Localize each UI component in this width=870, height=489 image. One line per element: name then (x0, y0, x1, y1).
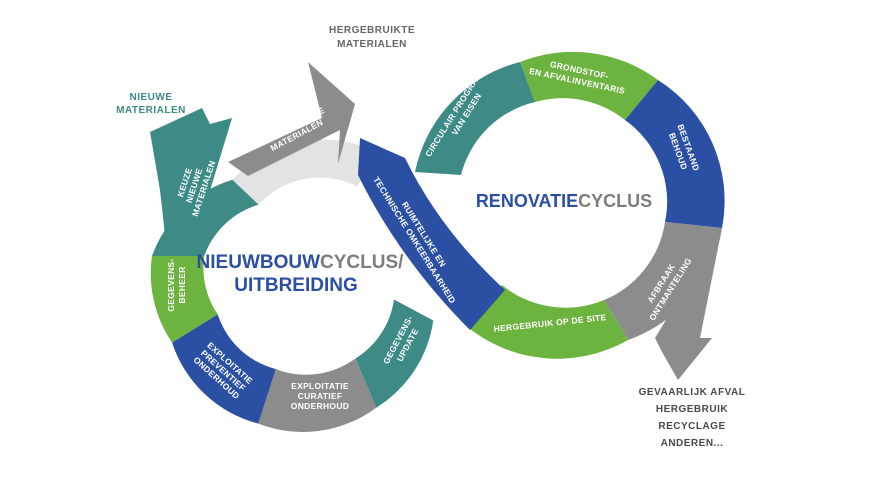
renovatie-title-part1: RENOVATIE (476, 191, 578, 211)
nieuwbouw-ring (150, 139, 434, 432)
ring-segment-bestaand-behoud (625, 80, 725, 228)
ring-segment-gegevens-update (355, 299, 434, 408)
ext-line: HERGEBRUIKTE (329, 25, 415, 36)
ext-line: MATERIALEN (116, 105, 186, 116)
label-exploitatie-curatief: EXPLOITATIE CURATIEF ONDERHOUD (291, 381, 349, 411)
ext-line: NIEUWE (130, 92, 173, 103)
label-hergebruikte-materialen: HERGEBRUIKTE MATERIALEN (329, 25, 415, 50)
ring-segment-hergebruik-site (465, 285, 628, 359)
arrow-output (655, 228, 722, 380)
renovatie-ring (415, 51, 725, 359)
ring-segment-exploitatie-preventief (172, 314, 276, 424)
output-line: ANDEREN... (661, 438, 724, 449)
seg-line: CURATIEF (298, 391, 343, 401)
seg-line: GEGEVENS- (166, 258, 176, 311)
nieuwbouw-title-part1: NIEUWBOUW (197, 252, 321, 273)
renovatie-title-part2: CYCLUS (578, 191, 652, 211)
seg-line: BEHEER (177, 266, 187, 303)
ring-segment-gegevensbeheer (150, 256, 218, 343)
output-line: RECYCLAGE (658, 421, 725, 432)
arrow-nieuwe-materialen (150, 108, 232, 235)
ring-segment-keuze-nieuwe-materialen (152, 179, 259, 256)
output-line: GEVAARLIJK AFVAL (639, 387, 746, 398)
arrow-hergebruikte-materialen (228, 62, 355, 176)
ring-segment-grondstof (520, 51, 658, 121)
seg-line: ONDERHOUD (291, 401, 349, 411)
nieuwbouw-title-part2: CYCLUS/ (320, 252, 404, 273)
label-nieuwe-materialen: NIEUWE MATERIALEN (116, 92, 186, 116)
ring-segment-afbraak (604, 222, 722, 340)
ext-line: MATERIALEN (337, 39, 407, 50)
bridge-ruimtelijke-omkeerbaarheid (358, 138, 505, 330)
ring-segment-circulair-programma (415, 62, 535, 175)
renovatie-title: RENOVATIECYCLUS (476, 191, 652, 211)
nieuwbouw-title: NIEUWBOUWCYCLUS/ (197, 252, 405, 273)
output-line: HERGEBRUIK (656, 404, 729, 415)
nieuwbouw-title-line2: UITBREIDING (234, 275, 358, 296)
seg-line: EXPLOITATIE (291, 381, 349, 391)
label-outputs: GEVAARLIJK AFVAL HERGEBRUIK RECYCLAGE AN… (639, 387, 746, 449)
label-gegevensbeheer: GEGEVENS- BEHEER (166, 258, 187, 311)
ring-segment-exploitatie-curatief (258, 358, 377, 432)
